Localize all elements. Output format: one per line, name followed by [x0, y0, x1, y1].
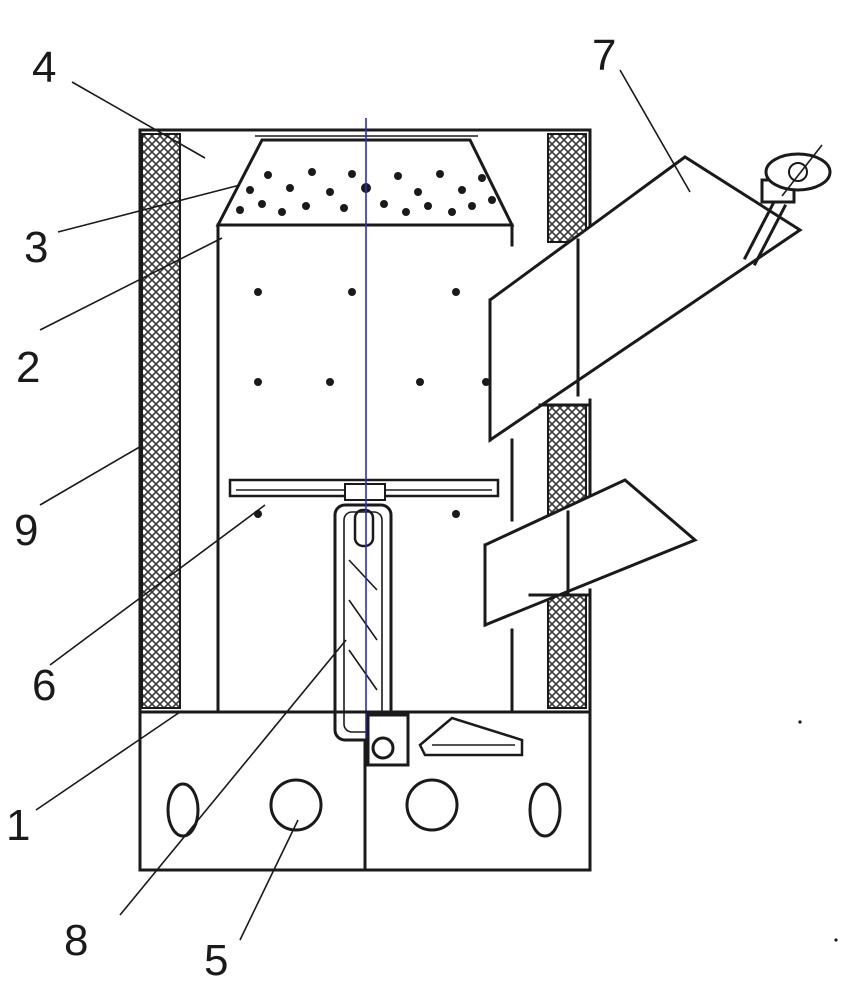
burner-plate — [228, 478, 500, 501]
label-7: 7 — [592, 31, 616, 80]
insulation-right-upper — [547, 133, 587, 243]
part-labels: 4 3 2 9 6 1 8 5 7 — [6, 31, 616, 985]
label-5: 5 — [204, 936, 228, 985]
label-6: 6 — [32, 661, 56, 710]
label-2: 2 — [16, 343, 40, 392]
leader-lines — [35, 69, 691, 941]
feed-valve — [742, 144, 832, 267]
label-4: 4 — [32, 43, 56, 92]
cone-perforations — [236, 168, 496, 216]
base-lever — [366, 713, 524, 767]
insulation-right-lower — [547, 594, 587, 709]
label-3: 3 — [24, 223, 48, 272]
outer-casing — [138, 128, 592, 714]
label-8: 8 — [64, 916, 88, 965]
label-9: 9 — [14, 506, 38, 555]
stray-marks — [798, 720, 838, 942]
fuel-hopper — [488, 155, 803, 443]
label-1: 1 — [6, 801, 30, 850]
insulation-left — [141, 133, 181, 709]
insulation-right-middle — [547, 404, 587, 516]
chamber-holes — [254, 288, 490, 518]
perforated-cone — [215, 135, 515, 227]
central-tube — [333, 503, 393, 742]
lower-chute — [483, 478, 698, 628]
air-holes — [166, 778, 562, 838]
